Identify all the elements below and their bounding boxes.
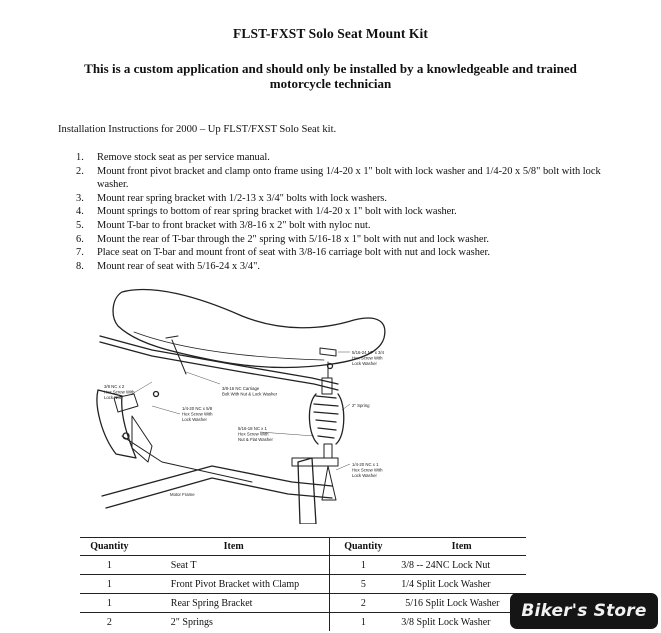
step-number: 5. — [76, 219, 84, 231]
cell-item-text: 3/8 Split Lock Washer — [401, 616, 491, 628]
warning-subtitle: This is a custom application and should … — [40, 61, 621, 91]
cell-item: 3/8 -- 24NC Lock Nut — [397, 556, 526, 575]
seat-mount-diagram: 5/16-24 NF x 3/4 Hex Screw With Lock Was… — [96, 288, 386, 524]
t-bar-rail — [99, 335, 339, 385]
cell-qty: 1 — [106, 597, 112, 609]
step-number: 7. — [76, 247, 84, 259]
step-item: 7. Place seat on T-bar and mount front of… — [76, 246, 616, 260]
label-seat-bolt: 5/16-24 NF x 3/4 — [352, 350, 385, 355]
cell-item: Seat T — [138, 555, 330, 575]
step-text: Mount the rear of T-bar through the 2" s… — [97, 233, 490, 245]
step-item: 5. Mount T-bar to front bracket with 3/8-… — [76, 219, 616, 233]
step-number: 6. — [76, 233, 84, 245]
step-number: 3. — [76, 192, 84, 204]
label-seat-bolt-2: Hex Screw With — [352, 356, 383, 361]
cell-qty: 1 — [106, 578, 112, 590]
cell-item: 3/8 Split Lock Washer — [397, 613, 526, 632]
step-number: 2. — [76, 165, 84, 177]
page-title: FLST-FXST Solo Seat Mount Kit — [233, 26, 428, 41]
label-pivot-bolt: 3/8 NC x 2 — [104, 384, 125, 389]
label-carriage-bolt: 3/8-16 NC Carriage — [222, 386, 260, 391]
label-seat-bolt-3: Lock Washer — [352, 361, 377, 366]
bikers-store-watermark: Biker's Store — [510, 593, 658, 629]
motor-frame — [101, 465, 333, 497]
front-pivot-bracket — [96, 389, 137, 459]
step-text: Mount rear of seat with 5/16-24 x 3/4". — [97, 260, 260, 272]
installation-intro: Installation Instructions for 2000 – Up … — [58, 124, 337, 135]
step-text: Mount front pivot bracket and clamp onto… — [97, 165, 601, 191]
step-text: Place seat on T-bar and mount front of s… — [97, 247, 491, 259]
step-item: 8. Mount rear of seat with 5/16-24 x 3/4"… — [76, 260, 616, 274]
cell-item-text: Front Pivot Bracket with Clamp — [170, 578, 300, 590]
cell-item: 2" Springs — [138, 612, 330, 631]
warning-line-2: motorcycle technician — [269, 76, 392, 91]
label-bracket-bolt-3: Lock Washer — [352, 473, 377, 478]
table-row: 1 Front Pivot Bracket with Clamp 5 1/4 S… — [80, 574, 526, 594]
rear-spring-bracket — [297, 457, 317, 524]
label-pivot-bolt-3: Lock Nut — [104, 395, 122, 400]
step-number: 8. — [76, 260, 84, 272]
seat-shape — [112, 288, 386, 369]
cell-item-text: 2" Springs — [170, 616, 213, 628]
cell-qty: 5 — [360, 578, 366, 590]
table-row: 1 Seat T 1 3/8 -- 24NC Lock Nut — [80, 555, 526, 575]
warning-line-1: This is a custom application and should … — [84, 61, 577, 76]
cell-item-text: Seat T — [170, 559, 197, 571]
label-spring-bolt: 5/16-18 NC x 1 — [238, 426, 268, 431]
spring — [313, 395, 339, 439]
label-spring: 2" Spring — [352, 403, 370, 408]
cell-qty: 1 — [360, 559, 366, 571]
step-item: 4. Mount springs to bottom of rear spring… — [76, 205, 616, 219]
step-item: 1. Remove stock seat as per service manua… — [76, 151, 616, 165]
cell-qty: 1 — [106, 559, 112, 571]
step-text: Mount T-bar to front bracket with 3/8-16… — [97, 219, 371, 231]
label-spring-bolt-3: Nut & Flat Washer — [238, 437, 274, 442]
cell-qty: 1 — [360, 616, 366, 628]
label-clamp-bolt-2: Hex Screw With — [182, 412, 213, 417]
step-item: 3. Mount rear spring bracket with 1/2-13 … — [76, 192, 616, 206]
step-item: 2. Mount front pivot bracket and clamp on… — [76, 165, 616, 192]
step-text: Mount rear spring bracket with 1/2-13 x … — [97, 192, 387, 204]
step-number: 4. — [76, 206, 84, 218]
label-spring-bolt-2: Hex Screw With — [238, 432, 269, 437]
cell-item: Front Pivot Bracket with Clamp — [138, 574, 330, 594]
label-clamp-bolt: 1/4-20 NC x 5/8 — [182, 406, 213, 411]
cell-item: 5/16 Split Lock Washer — [397, 594, 526, 613]
step-item: 6. Mount the rear of T-bar through the 2"… — [76, 233, 616, 247]
step-text: Remove stock seat as per service manual. — [97, 152, 270, 163]
parts-table: Quantity Item Quantity Item 1 Seat T 1 3… — [80, 537, 526, 631]
label-bracket-bolt: 1/4-20 NC x 1 — [352, 462, 379, 467]
header-quantity-1: Quantity — [90, 541, 129, 552]
cell-item-text: 1/4 Split Lock Washer — [401, 578, 491, 590]
label-bracket-bolt-2: Hex Screw With — [352, 468, 383, 473]
cell-item: Rear Spring Bracket — [138, 593, 330, 613]
label-carriage-bolt-2: Bolt With Nut & Lock Washer — [222, 392, 278, 397]
cell-item-text: Rear Spring Bracket — [170, 597, 253, 609]
cell-item-text: 3/8 -- 24NC Lock Nut — [401, 559, 491, 571]
label-motor-frame: Motor Frame — [170, 492, 195, 497]
step-number: 1. — [76, 152, 84, 163]
watermark-text: Biker's Store — [521, 601, 647, 621]
parts-table-header: Quantity Item Quantity Item — [80, 537, 526, 556]
table-row: 1 Rear Spring Bracket 2 5/16 Split Lock … — [80, 593, 526, 613]
label-pivot-bolt-2: Hex Screw With — [104, 390, 135, 395]
installation-steps: 1. Remove stock seat as per service manua… — [76, 151, 616, 273]
step-text: Mount springs to bottom of rear spring b… — [97, 206, 457, 218]
table-row: 2 2" Springs 1 3/8 Split Lock Washer — [80, 612, 526, 632]
header-item-2: Item — [451, 541, 472, 552]
label-clamp-bolt-3: Lock Washer — [182, 417, 207, 422]
cell-qty: 2 — [360, 597, 366, 609]
header-item-1: Item — [138, 537, 330, 556]
cell-qty: 2 — [106, 616, 112, 628]
header-quantity-2: Quantity — [344, 541, 383, 552]
cell-item-text: 5/16 Split Lock Washer — [405, 597, 500, 609]
cell-item: 1/4 Split Lock Washer — [397, 575, 526, 594]
